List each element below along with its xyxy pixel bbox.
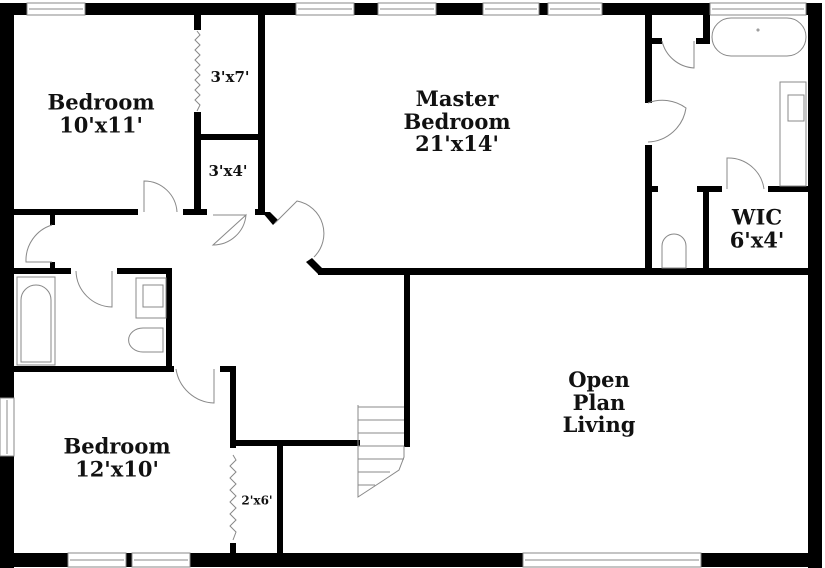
interior-walls xyxy=(14,15,808,553)
room-name-line3: Living xyxy=(562,412,636,438)
windows xyxy=(0,2,807,568)
room-label-bedroom-1: Bedroom 10'x11' xyxy=(47,91,154,136)
room-label-wic: WIC 6'x4' xyxy=(730,206,785,251)
room-size: 3'x7' xyxy=(210,67,250,86)
room-label-open-plan-living: Open Plan Living xyxy=(562,366,636,438)
room-size: 6'x4' xyxy=(729,227,785,252)
room-name-line2: Plan xyxy=(572,389,626,415)
room-size: 3'x4' xyxy=(208,161,248,180)
room-name-line1: Open xyxy=(568,366,630,392)
bifold-doors xyxy=(194,30,237,541)
fixtures xyxy=(16,17,807,366)
room-name: Bedroom xyxy=(63,433,171,459)
room-size: 21'x14' xyxy=(415,131,499,157)
stairs xyxy=(357,405,405,498)
room-name-line1: Master xyxy=(415,85,499,111)
room-name-line2: Bedroom xyxy=(403,108,511,134)
room-label-closet-2x6: 2'x6' xyxy=(241,493,273,508)
room-label-closet-3x4: 3'x4' xyxy=(208,163,247,179)
room-size: 2'x6' xyxy=(241,493,273,508)
room-label-bedroom-2: Bedroom 12'x10' xyxy=(63,435,170,480)
room-label-closet-3x7: 3'x7' xyxy=(210,69,249,85)
room-name: Bedroom xyxy=(47,89,155,115)
doors xyxy=(25,40,765,404)
room-name: WIC xyxy=(731,204,783,230)
room-size: 12'x10' xyxy=(75,456,159,481)
room-label-master-bedroom: Master Bedroom 21'x14' xyxy=(403,85,511,157)
room-size: 10'x11' xyxy=(59,112,143,137)
